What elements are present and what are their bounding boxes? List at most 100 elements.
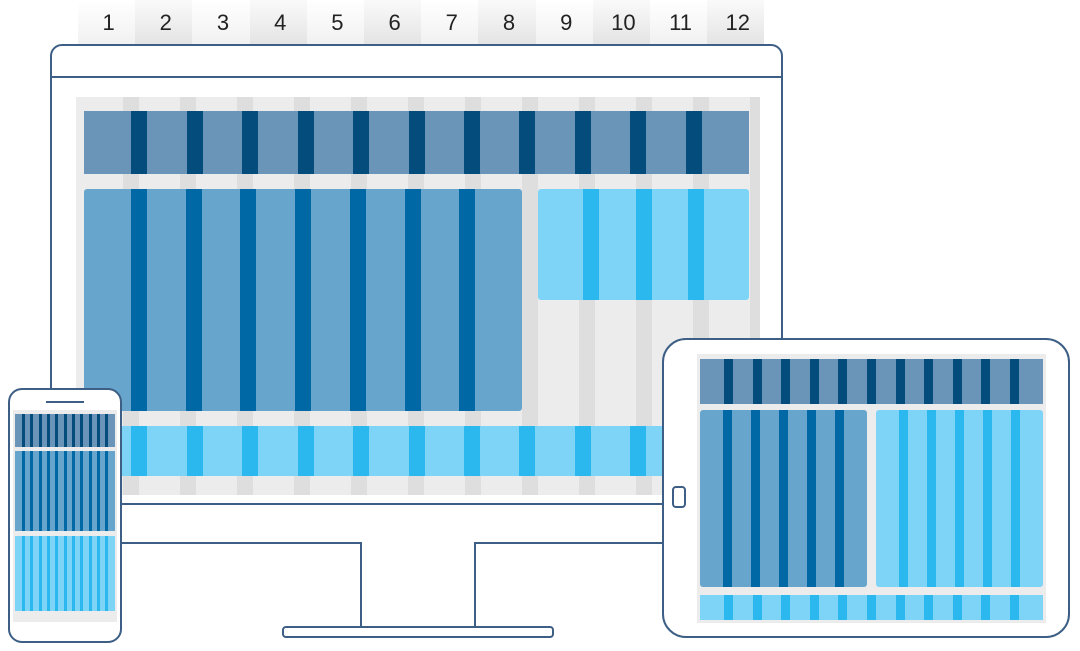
monitor-bottom-bezel-line — [52, 503, 781, 505]
column-number: 9 — [560, 10, 573, 35]
main-gutter — [834, 410, 844, 587]
column-tab — [650, 0, 708, 44]
header-gutter — [981, 359, 991, 404]
main-gutter — [751, 410, 761, 587]
main-gutter — [459, 189, 476, 411]
column-number: 3 — [216, 10, 230, 35]
sidebar-gutter — [88, 536, 92, 611]
sidebar-gutter — [96, 536, 100, 611]
phone-header-bar — [15, 414, 115, 447]
header-gutter — [46, 414, 50, 447]
footer-gutter — [924, 595, 934, 620]
phone-main-content — [15, 451, 115, 531]
footer-gutter — [463, 426, 480, 476]
footer-gutter — [952, 595, 962, 620]
sidebar-gutter — [582, 189, 599, 300]
main-gutter — [80, 451, 84, 531]
header-gutter — [519, 111, 536, 174]
column-number: 8 — [502, 10, 516, 35]
column-number: 5 — [331, 10, 344, 35]
footer-gutter — [353, 426, 370, 476]
main-gutter — [779, 410, 788, 587]
main-gutter — [105, 451, 109, 531]
footer-gutter — [867, 595, 876, 620]
header-gutter — [71, 414, 75, 447]
main-gutter — [88, 451, 92, 531]
tablet-footer-bar — [700, 595, 1043, 620]
column-tab — [306, 0, 364, 44]
column-tab — [592, 0, 650, 44]
sidebar-gutter — [46, 536, 50, 611]
screen-grid-gutter — [522, 97, 538, 495]
header-gutter — [105, 414, 109, 447]
header-gutter — [88, 414, 92, 447]
footer-gutter — [519, 426, 536, 476]
footer-gutter — [981, 595, 991, 620]
footer-gutter — [242, 426, 259, 476]
sidebar-gutter — [21, 536, 25, 611]
desktop-sidebar — [538, 189, 749, 300]
footer-gutter — [752, 595, 762, 620]
monitor-neck — [360, 542, 476, 628]
footer-gutter — [895, 595, 905, 620]
footer-gutter — [297, 426, 314, 476]
header-gutter — [895, 359, 905, 404]
column-tab — [535, 0, 593, 44]
monitor-stand-base — [282, 626, 554, 638]
header-gutter — [924, 359, 934, 404]
screen-grid-gutter — [750, 97, 760, 495]
tablet-sidebar — [876, 410, 1043, 587]
header-gutter — [30, 414, 34, 447]
main-gutter — [71, 451, 75, 531]
footer-gutter — [186, 426, 203, 476]
main-gutter — [185, 189, 202, 411]
header-gutter — [724, 359, 734, 404]
header-gutter — [297, 111, 314, 174]
main-gutter — [63, 451, 67, 531]
header-gutter — [353, 111, 370, 174]
main-gutter — [38, 451, 42, 531]
header-gutter — [1009, 359, 1019, 404]
column-number: 10 — [611, 10, 636, 35]
sidebar-gutter — [38, 536, 42, 611]
header-gutter — [63, 414, 67, 447]
header-gutter — [186, 111, 203, 174]
sidebar-gutter — [30, 536, 34, 611]
sidebar-gutter — [80, 536, 84, 611]
main-gutter — [295, 189, 311, 411]
column-tab — [364, 0, 422, 44]
footer-gutter — [1009, 595, 1019, 620]
main-gutter — [46, 451, 50, 531]
footer-gutter — [408, 426, 425, 476]
header-gutter — [685, 111, 702, 174]
main-gutter — [55, 451, 59, 531]
tablet-main-content — [700, 410, 867, 587]
tablet-home-button — [672, 486, 686, 508]
column-tab — [707, 0, 765, 44]
sidebar-gutter — [63, 536, 67, 611]
header-gutter — [752, 359, 762, 404]
sidebar-gutter — [688, 189, 705, 300]
column-tab — [135, 0, 193, 44]
column-tab — [249, 0, 307, 44]
main-gutter — [21, 451, 25, 531]
header-gutter — [574, 111, 591, 174]
header-gutter — [463, 111, 480, 174]
main-gutter — [30, 451, 34, 531]
main-gutter — [96, 451, 100, 531]
column-number: 4 — [274, 10, 287, 35]
header-gutter — [809, 359, 819, 404]
column-tab — [192, 0, 250, 44]
footer-gutter — [838, 595, 848, 620]
header-gutter — [21, 414, 25, 447]
column-tab — [478, 0, 536, 44]
header-gutter — [80, 414, 84, 447]
header-gutter — [838, 359, 848, 404]
desktop-main-content — [84, 189, 522, 411]
column-tab — [421, 0, 479, 44]
header-gutter — [55, 414, 59, 447]
footer-gutter — [131, 426, 148, 476]
main-gutter — [130, 189, 147, 411]
desktop-header-bar — [84, 111, 749, 174]
sidebar-gutter — [55, 536, 59, 611]
